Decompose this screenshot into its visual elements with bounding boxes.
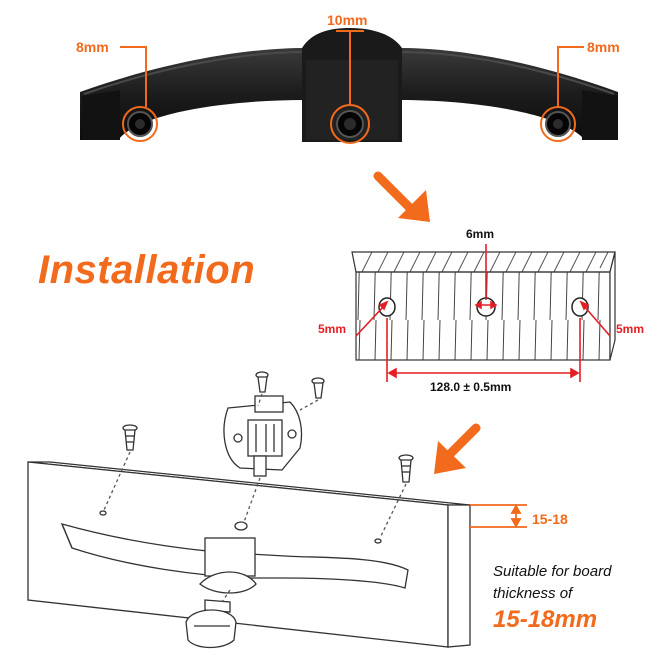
board-note-line-1: Suitable for board [493, 563, 612, 580]
screw-latch-right [311, 377, 325, 399]
thickness-dimension [470, 504, 527, 528]
left-offset-label: 5mm [318, 322, 347, 336]
template-dimensions [355, 244, 611, 382]
screw-latch-left [255, 371, 269, 393]
center-hole-label: 10mm [327, 12, 368, 28]
board-note-line-2: thickness of [493, 585, 573, 602]
board-thickness-label: 15-18 [532, 511, 568, 527]
drill-diameter-label: 6mm [466, 227, 495, 241]
page-title: Installation [38, 248, 256, 292]
hole-spacing-label: 128.0 ± 0.5mm [430, 380, 512, 394]
arrow-down-right-icon [373, 171, 430, 222]
board-note-highlight: 15-18mm [493, 606, 598, 633]
install-drawing [27, 371, 471, 649]
right-offset-label: 5mm [616, 322, 645, 336]
arrow-down-left-icon [434, 423, 481, 474]
handle-left-post [82, 90, 120, 140]
screw-right [398, 454, 414, 483]
screw-left [122, 424, 138, 451]
drill-template [351, 251, 616, 361]
right-hole-label: 8mm [587, 39, 620, 55]
board-side-face [447, 504, 471, 648]
left-hole-label: 8mm [76, 39, 109, 55]
handle-callouts [120, 30, 584, 144]
handle-right-post [582, 90, 618, 140]
